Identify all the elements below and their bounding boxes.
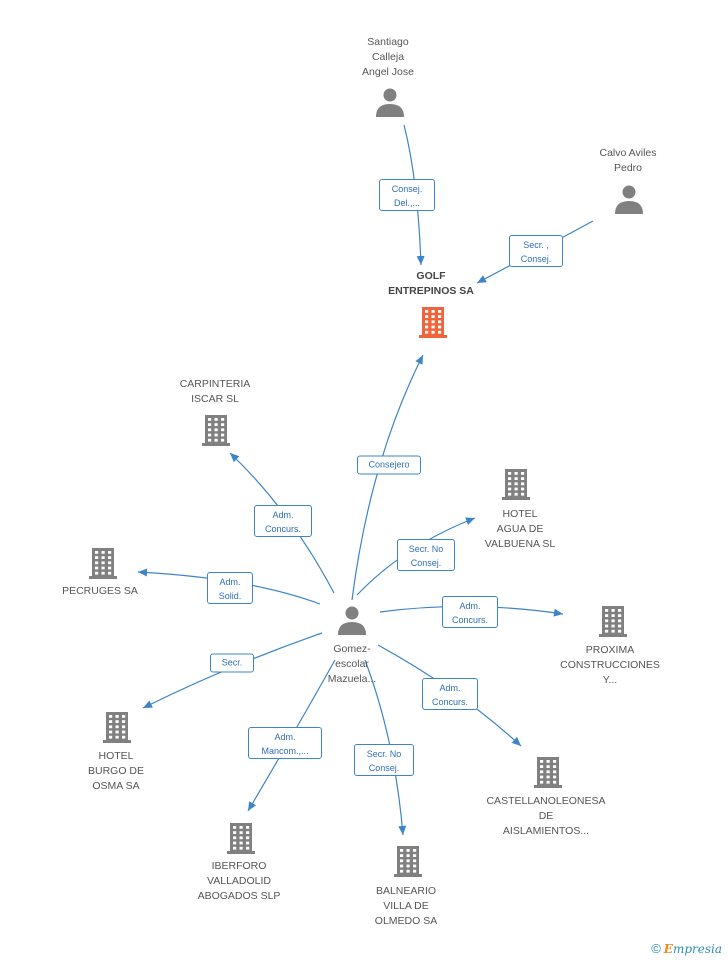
building-icon-hotel_agua[interactable] — [502, 469, 530, 500]
edge-label[interactable]: Consejero — [357, 455, 421, 475]
building-icon-carpinteria[interactable] — [202, 415, 230, 446]
person-icon-santiago[interactable] — [376, 88, 404, 118]
arrowhead-icon — [143, 700, 153, 708]
arrowhead-icon — [511, 736, 521, 746]
brand-initial: E — [663, 942, 673, 956]
person-icon-calvo[interactable] — [615, 185, 643, 215]
building-icon-proxima[interactable] — [599, 606, 627, 637]
edge-label[interactable]: Adm. Concurs. — [254, 505, 312, 537]
arrowhead-icon — [465, 517, 475, 525]
node-label-golf[interactable]: GOLF ENTREPINOS SA — [388, 270, 474, 297]
arrowhead-icon — [398, 825, 407, 835]
arrowhead-icon — [416, 255, 425, 265]
building-icon-pecruges[interactable] — [89, 548, 117, 579]
edge-label[interactable]: Secr. No Consej. — [397, 539, 455, 571]
node-label-calvo[interactable]: Calvo Aviles Pedro — [599, 147, 657, 174]
arrowhead-icon — [138, 568, 148, 577]
node-label-hotel_burgo[interactable]: HOTEL BURGO DE OSMA SA — [87, 750, 145, 792]
building-icon-hotel_burgo[interactable] — [103, 712, 131, 743]
node-label-balneario[interactable]: BALNEARIO VILLA DE OLMEDO SA — [374, 885, 438, 927]
node-label-pecruges[interactable]: PECRUGES SA — [62, 585, 138, 597]
building-icon-iberforo[interactable] — [227, 823, 255, 854]
edge-label[interactable]: Secr. , Consej. — [509, 235, 563, 267]
node-label-hotel_agua[interactable]: HOTEL AGUA DE VALBUENA SL — [484, 508, 556, 550]
copyright-symbol: © — [651, 941, 661, 956]
brand-name: mpresia — [672, 942, 722, 956]
edge-label[interactable]: Secr. — [210, 653, 254, 673]
node-label-santiago[interactable]: Santiago Calleja Angel Jose — [362, 36, 414, 78]
node-label-gomez[interactable]: Gomez- escolar Mazuela... — [327, 643, 377, 685]
edge-label[interactable]: Secr. No Consej. — [354, 744, 414, 776]
building-icon-balneario[interactable] — [394, 846, 422, 877]
building-icon-golf[interactable] — [419, 307, 447, 338]
edge-gomez-balneario — [364, 659, 407, 836]
node-label-carpinteria[interactable]: CARPINTERIA ISCAR SL — [179, 378, 251, 405]
arrowhead-icon — [477, 275, 487, 283]
arrowhead-icon — [415, 355, 423, 365]
arrowhead-icon — [553, 608, 563, 617]
edge-label[interactable]: Adm. Concurs. — [442, 596, 498, 628]
edge-label[interactable]: Consej. Del.,... — [379, 179, 435, 211]
edge-line — [364, 659, 404, 836]
arrowhead-icon — [248, 801, 257, 811]
arrowhead-icon — [230, 453, 240, 463]
edge-label[interactable]: Adm. Solid. — [207, 572, 253, 604]
empresia-watermark: ©Empresia — [651, 941, 722, 956]
node-label-castellano[interactable]: CASTELLANOLEONESA DE AISLAMIENTOS... — [486, 795, 606, 837]
node-label-iberforo[interactable]: IBERFORO VALLADOLID ABOGADOS SLP — [197, 860, 281, 902]
edge-label[interactable]: Adm. Mancom.,... — [248, 727, 322, 759]
node-label-proxima[interactable]: PROXIMA CONSTRUCCIONES Y... — [560, 644, 660, 686]
edge-label[interactable]: Adm. Concurs. — [422, 678, 478, 710]
person-icon-gomez[interactable] — [338, 606, 366, 636]
building-icon-castellano[interactable] — [534, 757, 562, 788]
